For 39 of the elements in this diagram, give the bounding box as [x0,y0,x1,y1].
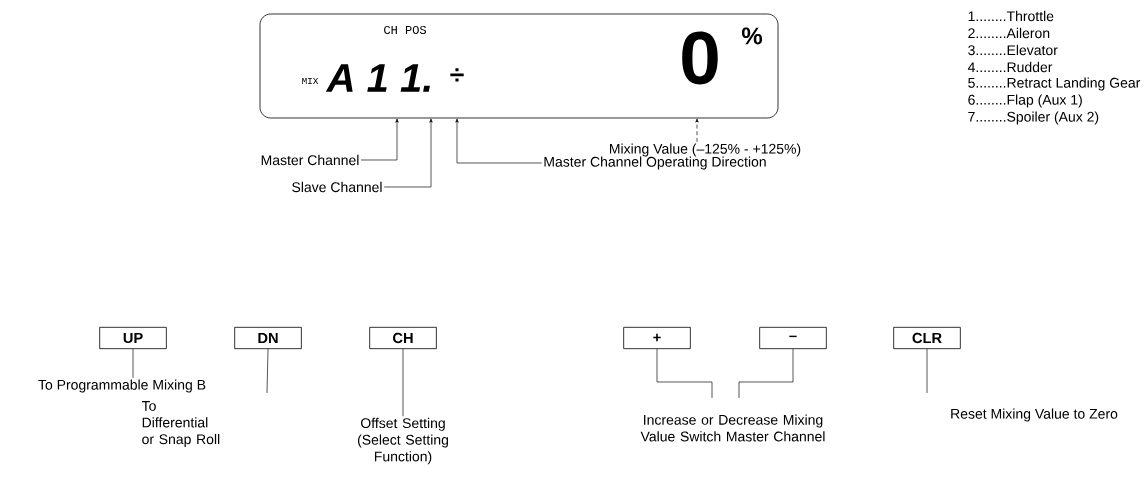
caption-text: Reset Mixing Value to Zero [951,408,1118,422]
channel-list-item: 7........Spoiler (Aux 2) [968,111,1099,125]
segment-sign: ÷ [450,68,464,82]
caption-text: Offset Setting (Select Setting Function) [357,417,448,465]
caption-text: To Programmable Mixing B [38,379,206,393]
lcd-display [259,13,779,119]
caption-text: Increase or Decrease Mixing Value Switch Master Channel [640,414,825,442]
percent-sign: % [741,27,763,45]
key-button: UP [99,326,167,350]
caption-text: Master Channel [261,154,359,166]
key-button: CH [369,326,437,350]
leader-arrow [360,118,399,161]
channel-list-item: 3........Elevator [968,44,1058,56]
leader-line [738,348,794,399]
leader-line [132,348,134,379]
channel-list-item: 6........Flap (Aux 1) [968,94,1082,108]
caption-text: Slave Channel [292,181,382,193]
leader-line [266,348,269,394]
leader-line [926,348,928,394]
mono-label: CH POS [384,25,426,35]
segment-digits: 0 [682,31,718,85]
leader-arrow [695,118,699,143]
key-button: CLR [893,326,961,350]
leader-arrow [383,118,433,188]
mono-label: MIX [302,77,319,85]
leader-line [656,348,713,399]
key-button: DN [234,326,302,350]
channel-list-item: 4........Rudder [967,61,1053,73]
leader-arrow [455,118,543,164]
key-button: – [759,326,827,350]
channel-list-item: 5........Retract Landing Gear [968,77,1141,91]
key-button: + [623,326,691,350]
channel-list-item: 2........Aileron [968,27,1050,39]
segment-digits: A 1 1. [325,64,430,92]
leader-line [402,348,404,417]
channel-list-item: 1........Throttle [968,10,1054,22]
caption-text: Master Channel Operating Direction [544,156,766,170]
caption-text: Mixing Value (–125% - +125%) [610,143,801,157]
caption-text: To Differential or Snap Roll [141,401,220,447]
